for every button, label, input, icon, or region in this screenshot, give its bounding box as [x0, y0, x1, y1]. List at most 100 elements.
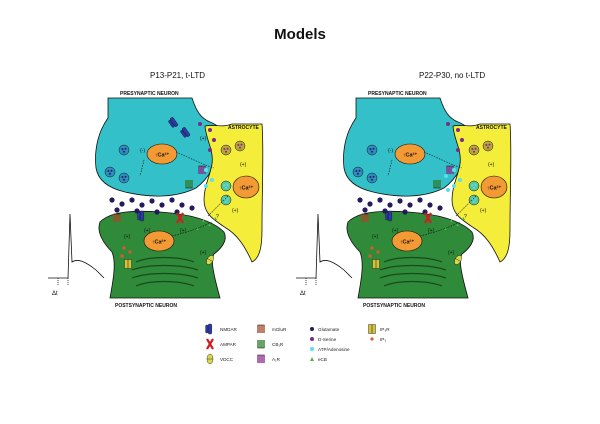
legend-mglur-icon [256, 324, 266, 334]
glutamate-vesicle [118, 144, 130, 156]
postsynaptic-label: POSTSYNAPTIC NEURON [363, 303, 425, 309]
legend-ip3r-icon [368, 324, 376, 334]
atp-vesicle [220, 180, 232, 192]
sign-plus: (+) [232, 208, 239, 214]
legend: NMDAR AMPAR VDCC mGluR CB₁R A₁R Glutamat… [205, 323, 390, 365]
postsynaptic-ip3r [124, 259, 132, 269]
spike-trace [48, 213, 105, 286]
postsynaptic-neuron [346, 210, 474, 299]
ecb-triangles [196, 217, 217, 230]
legend-ecb: eCB [318, 357, 327, 362]
sign-plus: (+) [180, 228, 187, 234]
question-mark: ? [464, 214, 467, 220]
astrocyte-calcium-label: ↑Ca²⁺ [487, 185, 502, 192]
presynaptic-label: PRESYNAPTIC NEURON [120, 91, 179, 97]
sign-plus: (+) [428, 228, 435, 234]
postsynaptic-nmdar [137, 210, 145, 222]
sign-plus: (+) [144, 228, 151, 234]
legend-vdcc-icon [206, 353, 214, 365]
legend-ip3r: IP₃R [380, 327, 390, 332]
legend-ip3: IP₃ [380, 337, 386, 342]
dserine-vesicle [468, 144, 480, 156]
sign-plus: (+) [200, 136, 207, 142]
postsynaptic-neuron [98, 210, 226, 299]
signaling-arrows [387, 151, 477, 237]
presynaptic-calcium [394, 143, 426, 165]
legend-atp-icon [310, 347, 314, 351]
dserine-vesicle [234, 140, 246, 152]
postsynaptic-calcium-label: ↑Ca²⁺ [400, 239, 415, 246]
cleft-dserine [446, 122, 464, 152]
legend-glutamate-icon [310, 327, 314, 331]
ip3-dots [368, 246, 380, 258]
atp-vesicle [468, 180, 480, 192]
postsynaptic-nmdar [385, 210, 392, 222]
sign-plus: (+) [480, 208, 487, 214]
sign-plus: (+) [448, 250, 455, 256]
legend-a1r: A₁R [272, 357, 281, 362]
glutamate-vesicle [366, 144, 378, 156]
sign-plus: (+) [488, 162, 495, 168]
legend-cb1r: CB₁R [272, 342, 284, 347]
sign-minus: (-) [140, 148, 145, 154]
legend-nmdar: NMDAR [220, 327, 238, 332]
page-title: Models [274, 26, 326, 43]
presynaptic-calcium [146, 143, 178, 165]
glutamate-vesicle [118, 172, 130, 184]
astrocyte-label: ASTROCYTE [228, 125, 260, 131]
legend-cb1r-icon [256, 339, 266, 349]
astrocyte-calcium [232, 175, 260, 199]
legend-ecb-icon [310, 357, 314, 361]
postsynaptic-label: POSTSYNAPTIC NEURON [115, 303, 177, 309]
presynaptic-calcium-label: ↑Ca²⁺ [403, 152, 418, 159]
legend-a1r-icon [256, 354, 266, 364]
postsynaptic-calcium [143, 230, 175, 252]
sign-minus: (-) [388, 148, 393, 154]
dserine-vesicle [482, 140, 494, 152]
endoplasmic-reticulum [379, 256, 447, 287]
legend-ampar: AMPAR [220, 342, 237, 347]
cleft-dserine [198, 122, 216, 152]
legend-dserine: D-Serine [318, 337, 337, 342]
legend-ip3-icon [370, 337, 374, 341]
astrocyte [451, 123, 512, 263]
legend-dserine-icon [310, 337, 314, 341]
panel-right-heading: P22-P30, no t-LTD [419, 71, 486, 80]
cleft-atp [444, 168, 462, 192]
panel-left: PRESYNAPTIC NEURON ASTROCYTE POSTSYNAPTI… [48, 91, 264, 309]
cleft-glutamate [109, 197, 195, 215]
dserine-vesicle [220, 144, 232, 156]
atp-vesicle [220, 194, 232, 206]
delta-t-label: Δt [300, 291, 306, 297]
sign-plus: (+) [200, 250, 207, 256]
presynaptic-label: PRESYNAPTIC NEURON [368, 91, 427, 97]
astrocyte-calcium-label: ↑Ca²⁺ [239, 185, 254, 192]
sign-plus: (+) [124, 234, 131, 240]
atp-vesicle [468, 194, 480, 206]
ecb-triangles [444, 217, 465, 230]
postsynaptic-calcium [391, 230, 423, 252]
legend-atp: ATP/Adenosine [318, 347, 350, 352]
postsynaptic-ip3r [372, 259, 380, 269]
presynaptic-calcium-label: ↑Ca²⁺ [155, 152, 170, 159]
panel-left-heading: P13-P21, t-LTD [150, 71, 205, 80]
panel-right: PRESYNAPTIC NEURON ASTROCYTE POSTSYNAPTI… [296, 91, 512, 309]
sign-plus: (+) [372, 234, 379, 240]
endoplasmic-reticulum [131, 256, 199, 287]
spike-trace [296, 213, 353, 286]
legend-glutamate: Glutamate [318, 327, 340, 332]
sign-plus: (+) [240, 162, 247, 168]
glutamate-vesicle [366, 172, 378, 184]
cleft-atp [204, 168, 214, 188]
legend-nmdar-icon [205, 323, 213, 335]
sign-plus: (+) [392, 228, 399, 234]
legend-mglur: mGluR [272, 327, 287, 332]
legend-ampar-icon [205, 337, 215, 351]
glutamate-vesicle [352, 166, 364, 178]
glutamate-vesicle [104, 166, 116, 178]
signaling-arrows [139, 151, 229, 237]
legend-vdcc: VDCC [220, 357, 234, 362]
postsynaptic-calcium-label: ↑Ca²⁺ [152, 239, 167, 246]
question-mark: ? [216, 214, 219, 220]
